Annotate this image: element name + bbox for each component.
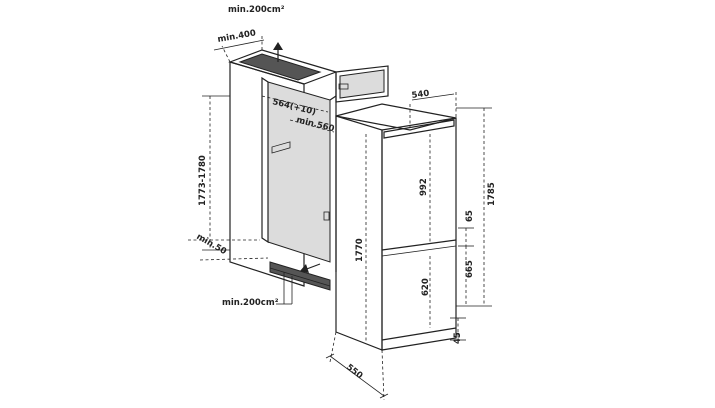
vent-arrow-bottom-icon: [300, 263, 321, 273]
appliance-fridge: [335, 103, 457, 351]
label-gap: 65: [465, 210, 475, 222]
label-body-height: 1770: [355, 238, 365, 262]
label-vent-top: min.200cm²: [228, 5, 285, 15]
label-freezer-door: 620: [421, 278, 431, 296]
niche-cabinet: [228, 49, 338, 291]
label-appliance-depth: 550: [344, 362, 364, 381]
label-vent-bottom: min.200cm²: [222, 298, 279, 308]
label-fridge-door: 992: [419, 178, 429, 196]
vent-arrow-top-icon: [273, 42, 283, 62]
open-door-panel: [335, 65, 389, 103]
label-niche-height: 1773-1780: [198, 155, 208, 206]
label-appliance-width: 540: [411, 89, 430, 101]
bottom-vent-grille: [269, 261, 331, 291]
appliance-dimension-lines: [325, 92, 492, 401]
label-plinth-depth: min.50: [195, 232, 229, 257]
niche-dimension-lines: [188, 36, 335, 305]
label-total-height: 1785: [487, 182, 497, 206]
label-bottom-offset: 45: [453, 332, 463, 344]
label-freezer-section: 665: [465, 260, 475, 278]
top-vent-grille: [238, 53, 322, 81]
